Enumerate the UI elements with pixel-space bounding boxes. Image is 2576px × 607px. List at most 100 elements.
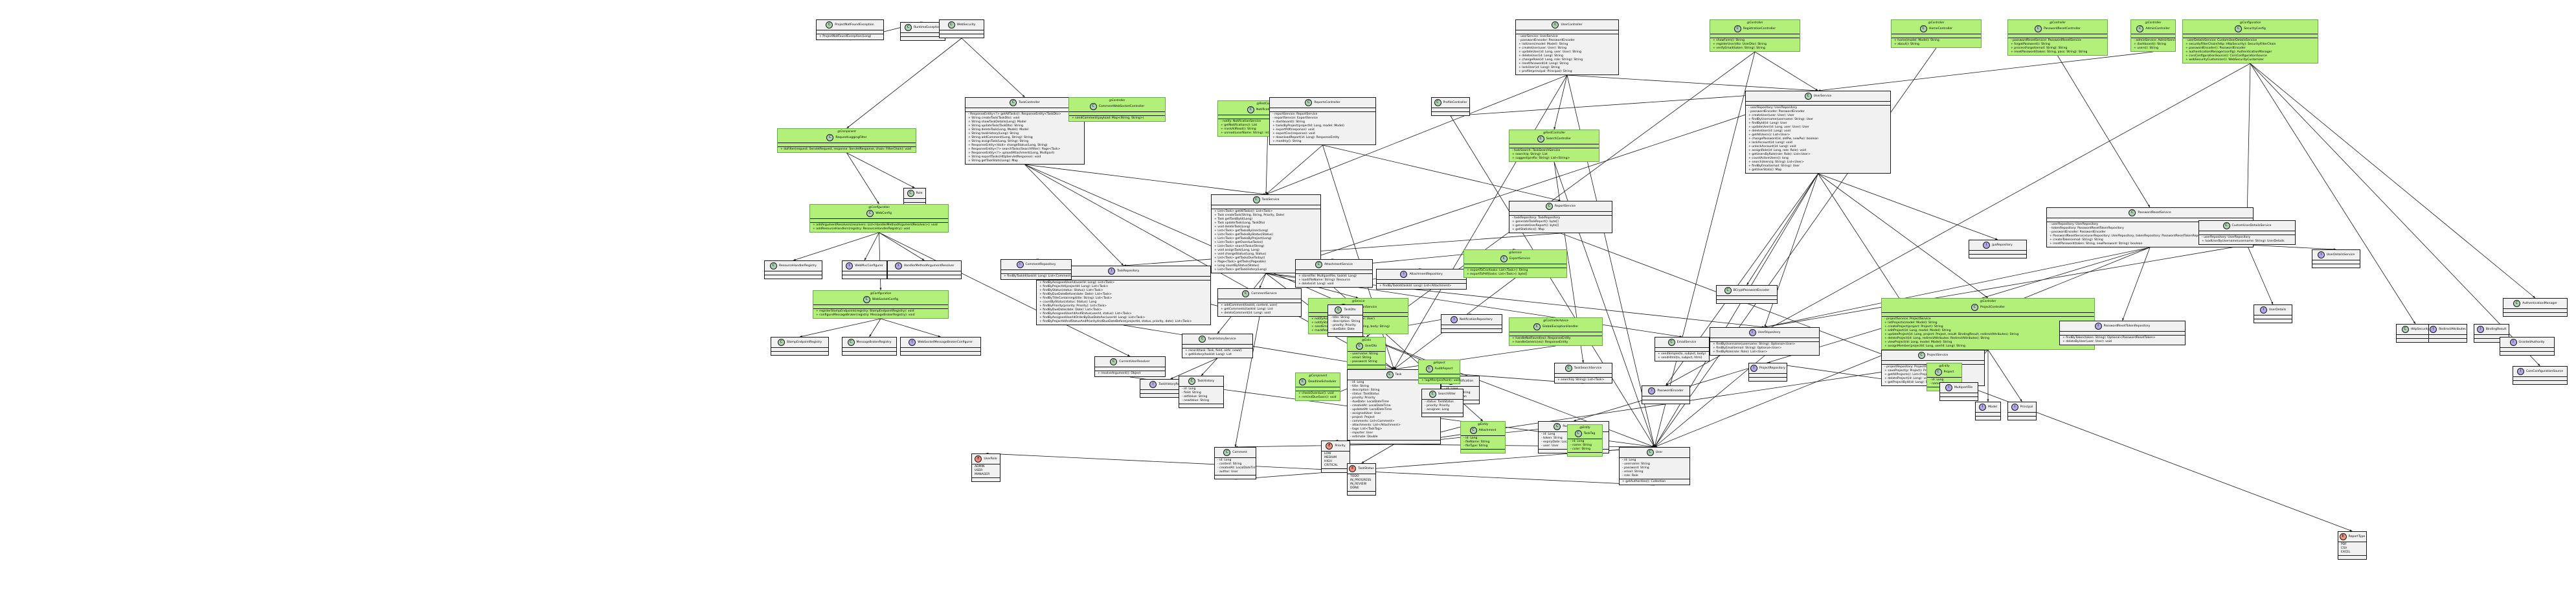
fields-section (765, 271, 822, 275)
field: - user: User (1541, 444, 1559, 448)
method: - passwordResetService: PasswordResetSer… (2011, 39, 2082, 42)
method: + processForgot(email: String): String (2011, 47, 2068, 50)
stereotype-label: @Controller (2145, 21, 2162, 24)
stereotype-label: @Controller (2050, 21, 2066, 24)
arrowhead (1355, 296, 1359, 299)
method: + List<Task> getTasksDueToday() (1214, 257, 1265, 260)
method: - projectRepository: ProjectRepository (1884, 365, 1941, 369)
method: + countByStatus(status: Status): Long (1039, 301, 1097, 304)
stereotype-label: @Controller (1746, 21, 1763, 24)
fields-section (1642, 396, 1689, 400)
method: + resetPassword(token: String, pass: Str… (2011, 51, 2088, 54)
field: - field: String (1182, 391, 1201, 395)
relation-custuds-userrepo (1764, 244, 2248, 328)
field: - status: TaskStatus (1425, 400, 1454, 404)
methods-section: - passwordResetService: PasswordResetSer… (2008, 38, 2107, 55)
method: + searchUsers(q: String): List<User> (1748, 161, 1804, 164)
method: - passwordEncoder: PasswordEncoder (2050, 231, 2106, 234)
class-icon: C (1724, 287, 1732, 294)
relation-pwresetsvc-userrepo (1764, 247, 2151, 328)
method: + ProjectNotFoundException(Long) (819, 35, 872, 38)
methods-section (771, 351, 828, 355)
class-name: CustomUserDetailsService (2231, 223, 2272, 227)
relation-pwresetsvc-pwtokenrepo (2122, 247, 2151, 321)
class-icon: C (1247, 106, 1255, 113)
method: + resetPassword(token: String, newPasswo… (2050, 242, 2143, 246)
